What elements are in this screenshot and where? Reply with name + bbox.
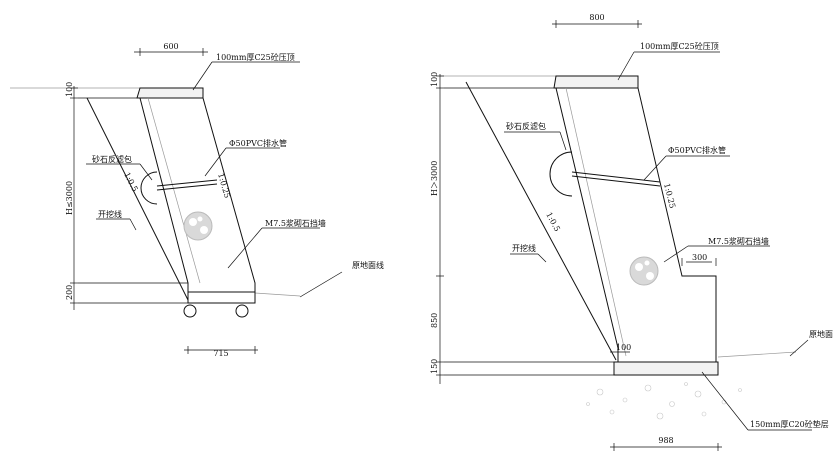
right-cap-height: 100 xyxy=(430,72,439,87)
right-gravel xyxy=(586,382,742,420)
right-wall-label: M7.5浆砌石挡墙 xyxy=(708,236,769,246)
right-pad-height: 150 xyxy=(430,359,439,374)
right-step-dim: 300 xyxy=(692,253,707,262)
left-excavation-label: 开挖线 xyxy=(98,209,122,219)
right-excavation-label: 开挖线 xyxy=(512,243,536,253)
left-drain-pipe xyxy=(156,179,218,187)
right-wall-slope: 1:0.25 xyxy=(662,182,677,209)
left-filter-pack xyxy=(140,171,158,205)
left-filter-label: 砂石反滤包 xyxy=(92,154,132,164)
left-base-height: 200 xyxy=(65,285,74,300)
right-cap-label: 100mm厚C25砼压顶 xyxy=(640,41,719,51)
right-wall-height: H＞3000 xyxy=(430,161,439,196)
right-cut-slope: 1:0.5 xyxy=(544,211,562,233)
right-pipe-label: Φ50PVC排水管 xyxy=(668,145,726,155)
right-lower-height: 850 xyxy=(430,313,439,328)
left-wall-height: H≤3000 xyxy=(65,181,74,215)
left-cap-height: 100 xyxy=(65,82,74,97)
left-pipe-label: Φ50PVC排水管 xyxy=(229,138,287,148)
ground-line xyxy=(254,292,301,297)
right-drain-pipe xyxy=(571,171,661,183)
left-cap-label: 100mm厚C25砼压顶 xyxy=(216,52,295,62)
right-ground-line xyxy=(717,351,797,358)
ground-leader xyxy=(299,271,343,298)
left-ground-label: 原地面线 xyxy=(352,260,384,270)
right-stone-symbol xyxy=(629,256,659,286)
left-inner-line xyxy=(147,97,201,284)
left-top-width: 600 xyxy=(163,42,178,51)
right-filter-pack xyxy=(549,151,573,197)
left-wall-slope: 1:0.25 xyxy=(216,172,232,199)
left-wall-label: M7.5浆砌石挡墙 xyxy=(265,218,326,228)
right-bottom-width: 988 xyxy=(658,436,673,445)
left-excavation-line xyxy=(86,97,189,301)
left-bottom-width: 715 xyxy=(213,349,228,358)
right-cap xyxy=(553,75,639,89)
left-stone-symbol xyxy=(183,211,213,241)
right-wall-body xyxy=(555,87,717,363)
left-wall-body xyxy=(139,97,256,304)
right-inner-line xyxy=(565,87,627,357)
right-excavation-line xyxy=(465,81,617,361)
left-pedestal-1 xyxy=(183,304,197,318)
left-section: 600 100mm厚C25砼压顶 Φ50PVC排水管 砂石反滤包 开挖线 M7.… xyxy=(10,42,384,358)
left-pedestal-2 xyxy=(235,304,249,318)
right-top-width: 800 xyxy=(589,13,604,22)
right-toe-dim: 100 xyxy=(616,343,631,352)
right-ground-label: 原地面 xyxy=(809,329,833,339)
right-section: 800 100mm厚C25砼压顶 Φ50PVC排水管 砂石反滤包 开挖线 M7.… xyxy=(430,13,833,451)
right-pad xyxy=(613,361,719,376)
left-cut-slope: 1:0.5 xyxy=(122,171,139,193)
right-pad-label: 150mm厚C20砼垫层 xyxy=(750,419,829,429)
right-filter-label: 砂石反滤包 xyxy=(506,121,546,131)
